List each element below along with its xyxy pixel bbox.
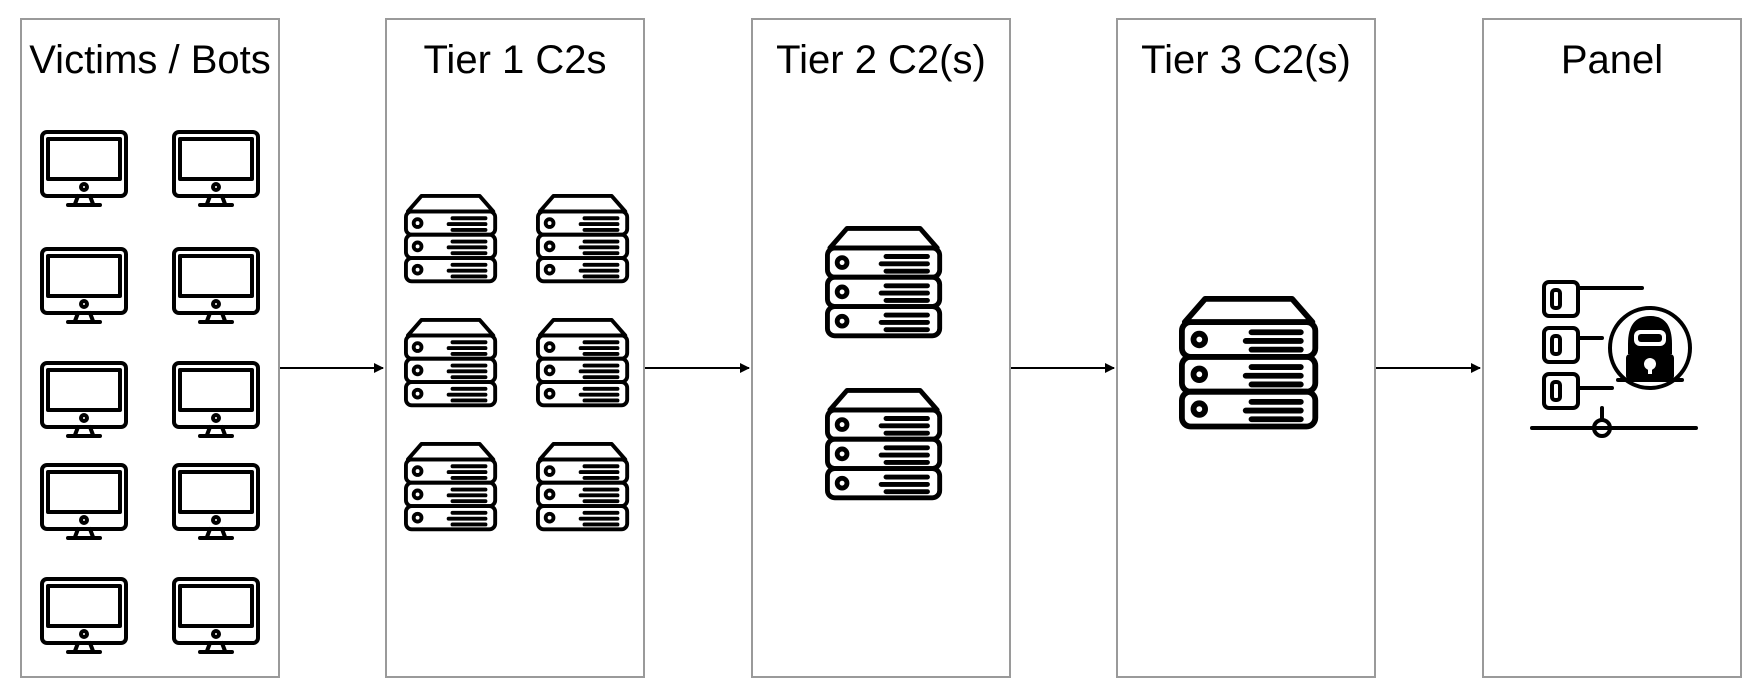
computer-monitor-icon [40,361,128,438]
hacker-server-panel-icon [1530,280,1698,438]
server-rack-icon [404,194,498,284]
stage-title-tier1: Tier 1 C2s [423,38,607,82]
server-rack-icon [827,390,939,497]
victims-bot-icons [40,130,260,654]
server-rack-icon [404,442,498,532]
server-rack-icon [404,318,498,408]
stage-panel-victims: Victims / Bots [20,18,280,678]
computer-monitor-icon [40,130,128,207]
server-rack-icon [536,318,630,408]
stage-title-victims: Victims / Bots [29,38,271,82]
panel-icons [1530,280,1698,438]
tier2-server-icons [827,228,939,497]
computer-monitor-icon [40,577,128,654]
tier3-server-icons [1182,299,1315,427]
computer-monitor-icon [172,247,260,324]
computer-monitor-icon [172,577,260,654]
stage-title-panel: Panel [1560,38,1664,82]
server-rack-icon [536,442,630,532]
computer-monitor-icon [40,463,128,540]
server-rack-icon [827,228,939,335]
stage-title-tier2: Tier 2 C2(s) [776,38,986,82]
computer-monitor-icon [172,130,260,207]
server-rack-icon [536,194,630,284]
computer-monitor-icon [40,247,128,324]
computer-monitor-icon [172,463,260,540]
server-rack-icon [1182,299,1315,427]
computer-monitor-icon [172,361,260,438]
stage-title-tier3: Tier 3 C2(s) [1141,38,1351,82]
tier1-server-icons [404,194,630,532]
stage-panel-tier2: Tier 2 C2(s) [751,18,1011,678]
stage-panel-tier3: Tier 3 C2(s) [1116,18,1376,678]
